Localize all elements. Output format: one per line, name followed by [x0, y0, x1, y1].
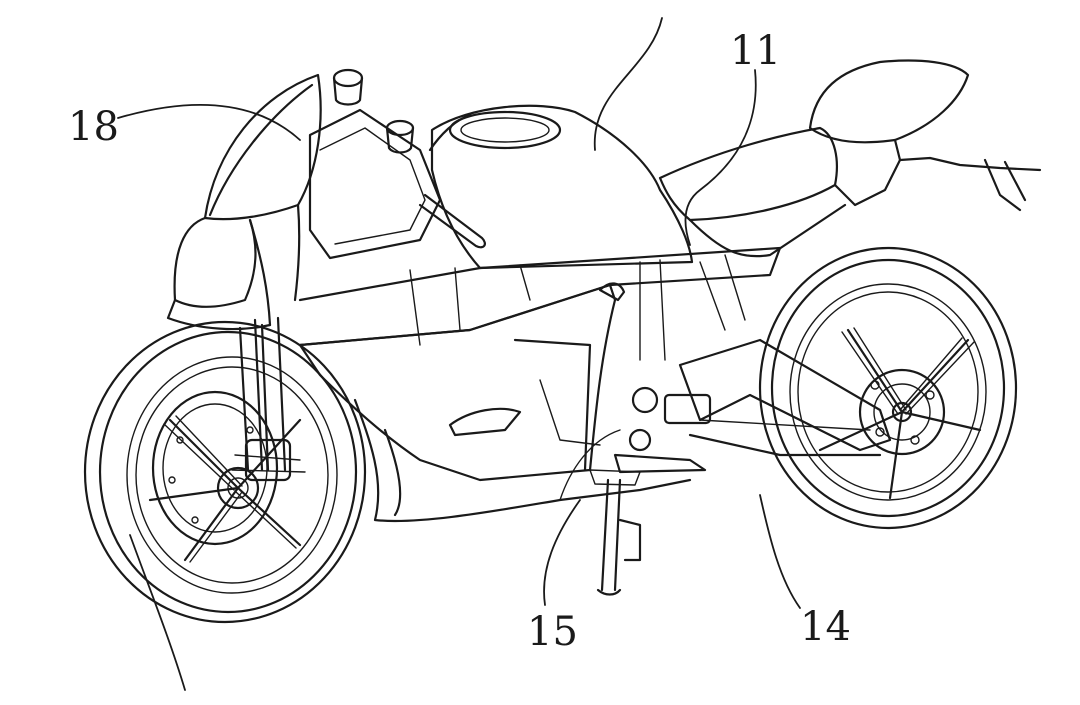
- frame: [298, 246, 782, 361]
- handlebar-assembly: [308, 68, 486, 260]
- front-wheel: [83, 320, 367, 624]
- leader-top: [593, 17, 663, 151]
- callout-18: 18: [68, 104, 119, 150]
- leader-18: [117, 104, 301, 141]
- leader-11: [684, 69, 757, 246]
- callout-labels: 18 11 15 14: [68, 28, 851, 655]
- rear-wheel: [758, 246, 1018, 530]
- lower-fairing: [353, 398, 692, 523]
- callout-14: 14: [800, 604, 851, 650]
- fuel-tank: [430, 104, 694, 270]
- side-stand: [589, 469, 642, 596]
- leader-lines: [117, 17, 801, 691]
- leader-14: [759, 494, 801, 609]
- swingarm: [613, 338, 892, 474]
- leader-15: [543, 499, 581, 606]
- callout-11: 11: [730, 28, 781, 74]
- front-fork: [231, 316, 306, 482]
- side-panel: [298, 283, 617, 482]
- leader-bottom-left: [129, 534, 186, 691]
- seat-and-tail: [658, 59, 1042, 258]
- callout-15: 15: [527, 609, 578, 655]
- front-fairing: [166, 73, 322, 331]
